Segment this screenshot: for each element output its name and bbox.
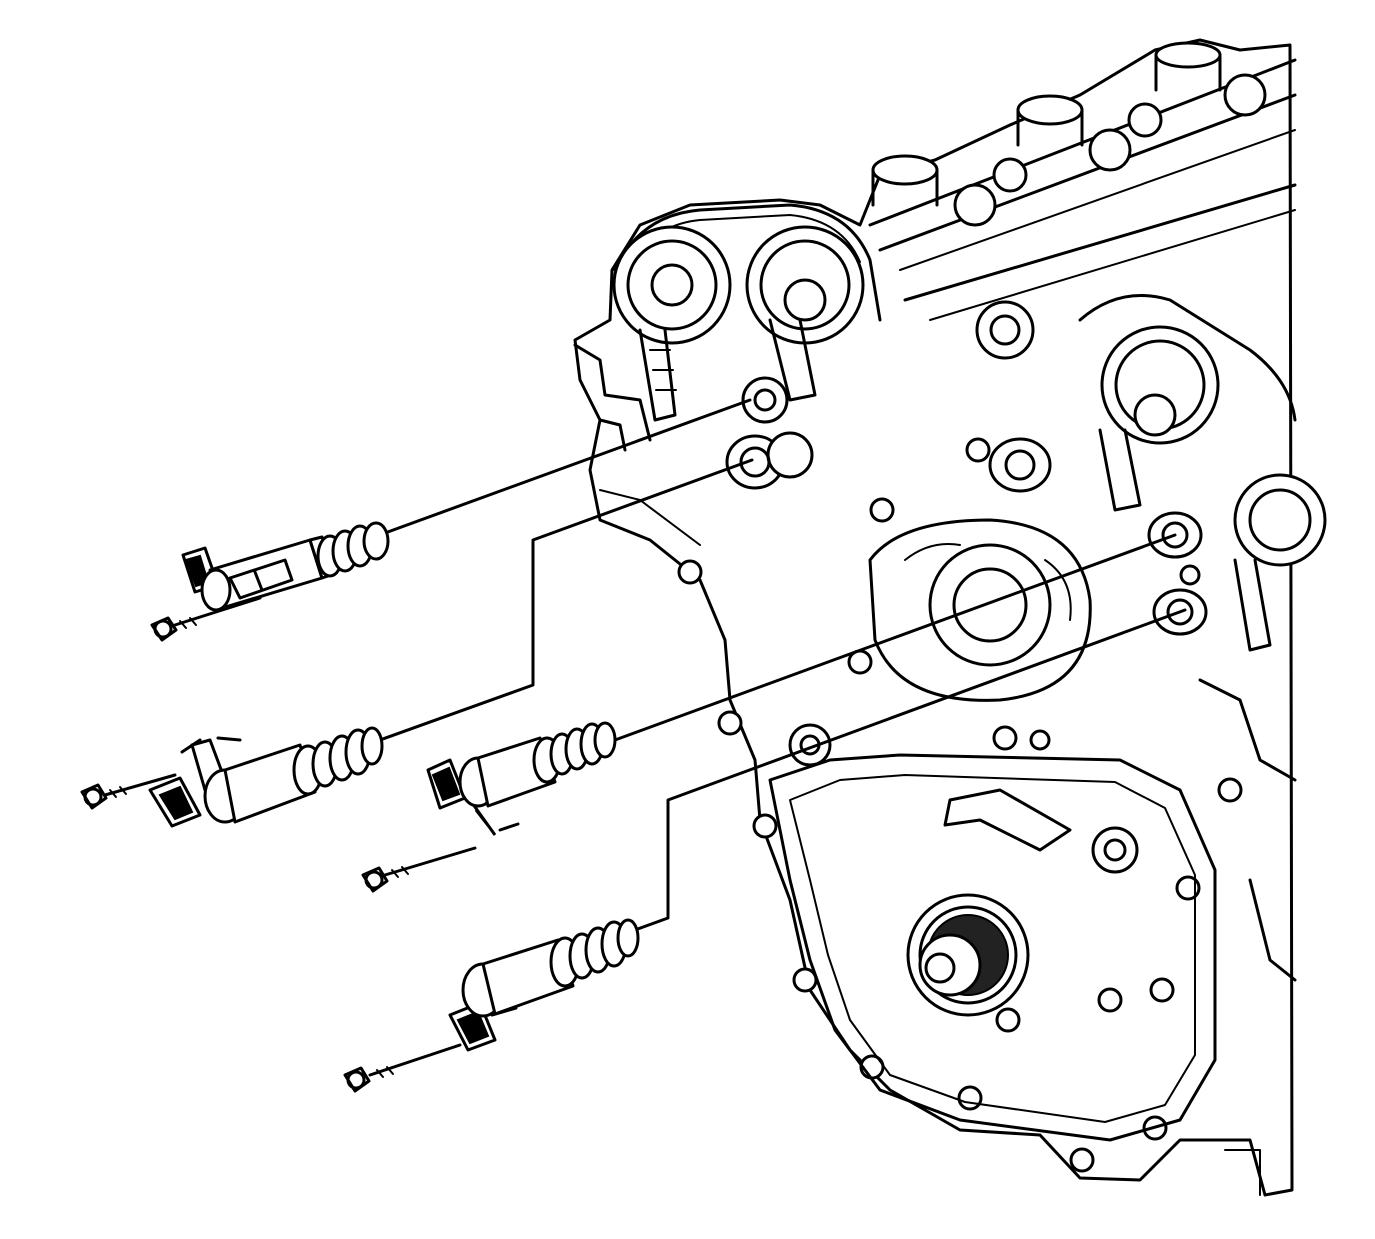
oil-control-solenoid-icon bbox=[181, 521, 390, 612]
oil-control-solenoid-icon bbox=[426, 721, 617, 836]
engine-front-icon bbox=[573, 38, 1327, 1197]
leader-lines bbox=[378, 398, 1187, 932]
bolt-icon bbox=[150, 596, 262, 642]
bolt-icon bbox=[343, 1043, 462, 1093]
oil-control-solenoid-icon bbox=[148, 726, 384, 828]
oil-control-solenoid-icon bbox=[448, 918, 640, 1052]
bolt-icon bbox=[361, 846, 477, 893]
bolt-icon bbox=[80, 773, 177, 810]
